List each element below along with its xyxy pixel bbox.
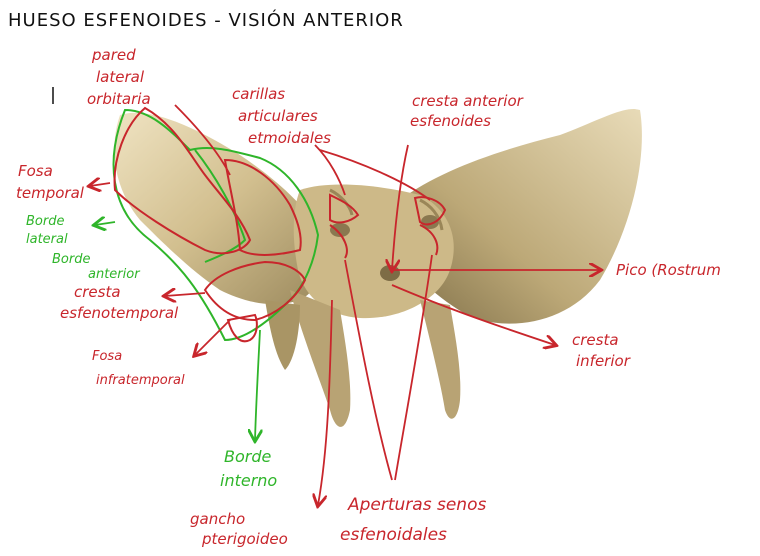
pointer-lines <box>90 104 600 505</box>
label-carillas-1: carillas <box>232 85 285 103</box>
label-borde-anterior-2: anterior <box>88 267 141 282</box>
label-fosa-infratemporal-1: Fosa <box>92 349 122 364</box>
label-borde-anterior-1: Borde <box>52 252 90 267</box>
label-pared-3: orbitaria <box>87 90 151 108</box>
label-carillas-2: articulares <box>238 107 318 125</box>
label-cresta-anterior-2: esfenoides <box>410 112 491 130</box>
label-fosa-infratemporal-2: infratemporal <box>96 373 185 388</box>
label-cresta-inferior-1: cresta <box>572 331 619 349</box>
label-pico: Pico (Rostrum <box>616 261 721 279</box>
label-cresta-inferior-2: inferior <box>576 352 631 370</box>
label-pared-1: pared <box>91 46 136 64</box>
label-borde-lateral-2: lateral <box>26 232 68 247</box>
label-borde-lateral-1: Borde <box>26 214 64 229</box>
label-gancho-1: gancho <box>190 510 245 528</box>
label-cresta-anterior-1: cresta anterior <box>412 92 524 110</box>
red-outlines <box>113 106 447 343</box>
label-pared-2: lateral <box>96 68 145 86</box>
diagram-title: HUESO ESFENOIDES - VISIÓN ANTERIOR <box>8 9 404 31</box>
labels: pared lateral orbitaria carillas articul… <box>16 46 721 548</box>
label-carillas-3: etmoidales <box>248 129 331 147</box>
label-aperturas-1: Aperturas senos <box>347 495 486 515</box>
label-fosa-temporal-1: Fosa <box>18 162 53 180</box>
label-fosa-temporal-2: temporal <box>16 184 85 202</box>
label-gancho-2: pterigoideo <box>201 530 288 548</box>
label-aperturas-2: esfenoidales <box>340 525 447 545</box>
label-borde-interno-1: Borde <box>224 447 272 466</box>
label-cresta-esfenotemporal-2: esfenotemporal <box>60 304 179 322</box>
label-borde-interno-2: interno <box>220 471 277 490</box>
label-cresta-esfenotemporal-1: cresta <box>74 283 121 301</box>
